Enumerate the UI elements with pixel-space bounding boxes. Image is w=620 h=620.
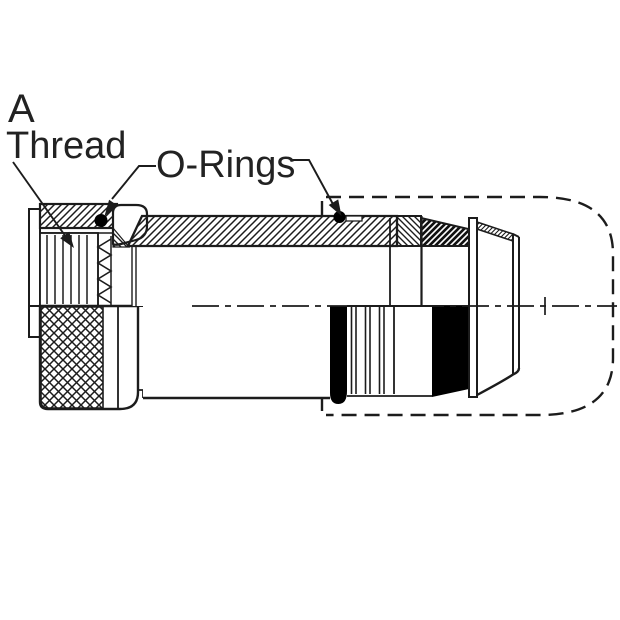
label-a: A bbox=[8, 87, 35, 131]
thread-arrowhead-icon bbox=[60, 231, 74, 248]
knurl-pattern-area bbox=[40, 306, 104, 409]
connector-body bbox=[126, 214, 513, 400]
insert-retainer-black bbox=[432, 306, 469, 397]
thread-leader-line bbox=[12, 161, 67, 238]
interface-tab bbox=[468, 217, 478, 398]
leader-lines bbox=[12, 159, 335, 238]
o-ring-rear bbox=[333, 211, 346, 223]
thread-section bbox=[39, 232, 99, 307]
leader-arrowheads bbox=[60, 199, 342, 248]
body-interior-bottom bbox=[143, 306, 330, 398]
nut-lobe-hatch-wedge bbox=[112, 226, 131, 248]
thread-area-bg bbox=[347, 306, 432, 397]
oring-seal-band bbox=[330, 306, 347, 404]
rear-accessory-threads bbox=[347, 306, 432, 397]
label-orings: O-Rings bbox=[156, 144, 295, 186]
front-shroud bbox=[476, 220, 521, 397]
body-wall-steep-hatch bbox=[396, 215, 422, 247]
callouts: A Thread O-Rings bbox=[6, 87, 342, 248]
o-rings bbox=[94, 211, 346, 227]
o-ring-front bbox=[94, 214, 108, 227]
oring-groove-land bbox=[345, 215, 363, 222]
label-thread: Thread bbox=[6, 125, 126, 167]
orings-left-arrowhead-icon bbox=[104, 199, 119, 216]
shroud-bottom-edge bbox=[476, 367, 521, 397]
centerline bbox=[192, 297, 617, 315]
nut-left-rim bbox=[28, 208, 41, 338]
orings-leader-right bbox=[291, 159, 335, 207]
orings-leader-left bbox=[111, 165, 156, 200]
body-interior-top bbox=[132, 246, 513, 306]
shroud-end-top-joint bbox=[512, 233, 520, 238]
thread-lines bbox=[46, 235, 88, 304]
retaining-spring-zigzag bbox=[96, 238, 113, 304]
seals bbox=[330, 306, 469, 404]
orings-right-arrowhead-icon bbox=[328, 199, 342, 216]
shroud-interior-bg bbox=[477, 229, 513, 394]
thread-profile-lines bbox=[350, 307, 385, 394]
